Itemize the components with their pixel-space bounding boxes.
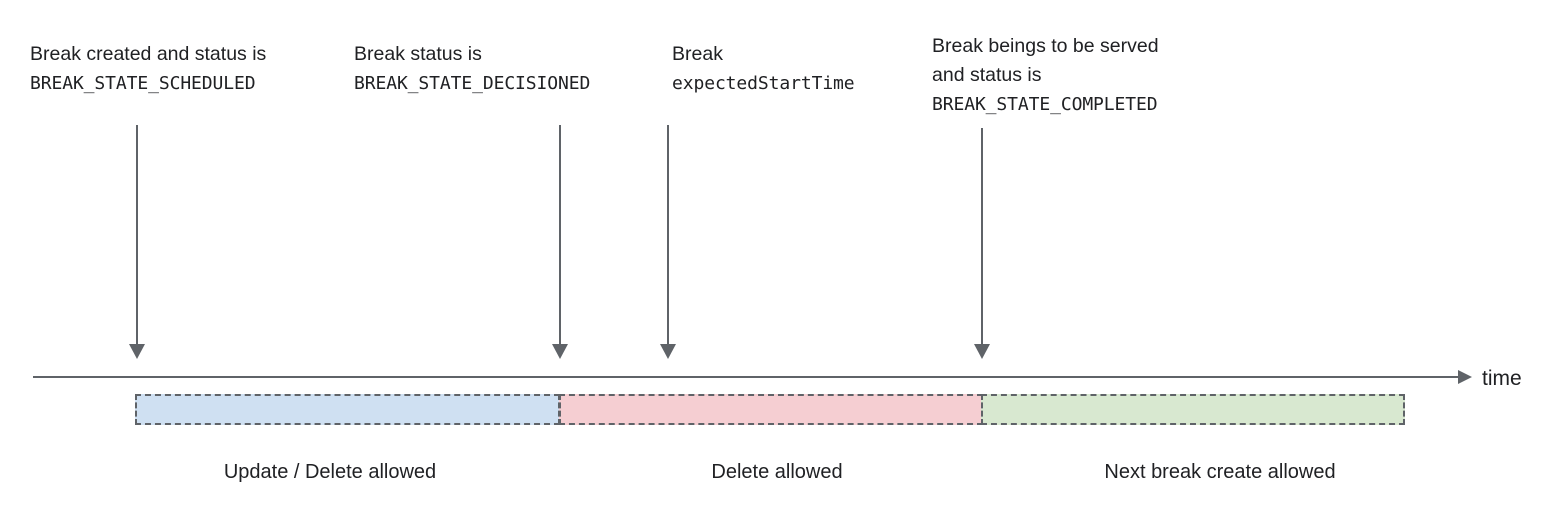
annotation-line-1: Break status is bbox=[354, 43, 482, 65]
time-axis-line bbox=[33, 376, 1470, 378]
phase-label-delete: Delete allowed bbox=[711, 461, 843, 483]
annotation-line-2: BREAK_STATE_SCHEDULED bbox=[30, 73, 256, 94]
event-pointer-line-expected-start bbox=[667, 125, 669, 346]
annotation-line-1: Break bbox=[672, 43, 723, 65]
event-annotation-served: Break beings to be served and status is … bbox=[932, 32, 1159, 119]
time-axis-label: time bbox=[1482, 367, 1522, 390]
phase-label-update-delete: Update / Delete allowed bbox=[223, 461, 437, 483]
time-axis-arrowhead bbox=[1458, 370, 1472, 384]
event-pointer-arrowhead-served bbox=[974, 344, 990, 359]
phase-bar-next-create bbox=[981, 394, 1405, 425]
event-pointer-line-served bbox=[981, 128, 983, 346]
event-pointer-line-decisioned bbox=[559, 125, 561, 346]
annotation-line-2: BREAK_STATE_DECISIONED bbox=[354, 73, 591, 94]
event-pointer-arrowhead-expected-start bbox=[660, 344, 676, 359]
phase-bar-update-delete bbox=[135, 394, 560, 425]
event-annotation-expected-start: Break expectedStartTime bbox=[672, 40, 855, 98]
annotation-line-2: and status is bbox=[932, 64, 1042, 86]
phase-label-next-create: Next break create allowed bbox=[1104, 461, 1336, 483]
event-pointer-arrowhead-decisioned bbox=[552, 344, 568, 359]
annotation-line-1: Break beings to be served bbox=[932, 35, 1159, 57]
annotation-line-1: Break created and status is bbox=[30, 43, 267, 65]
event-pointer-arrowhead-created bbox=[129, 344, 145, 359]
phase-bar-delete bbox=[559, 394, 983, 425]
annotation-line-2: expectedStartTime bbox=[672, 73, 855, 94]
event-pointer-line-created bbox=[136, 125, 138, 346]
event-annotation-decisioned: Break status is BREAK_STATE_DECISIONED bbox=[354, 40, 590, 98]
event-annotation-created: Break created and status is BREAK_STATE_… bbox=[30, 40, 266, 98]
annotation-line-3: BREAK_STATE_COMPLETED bbox=[932, 94, 1158, 115]
